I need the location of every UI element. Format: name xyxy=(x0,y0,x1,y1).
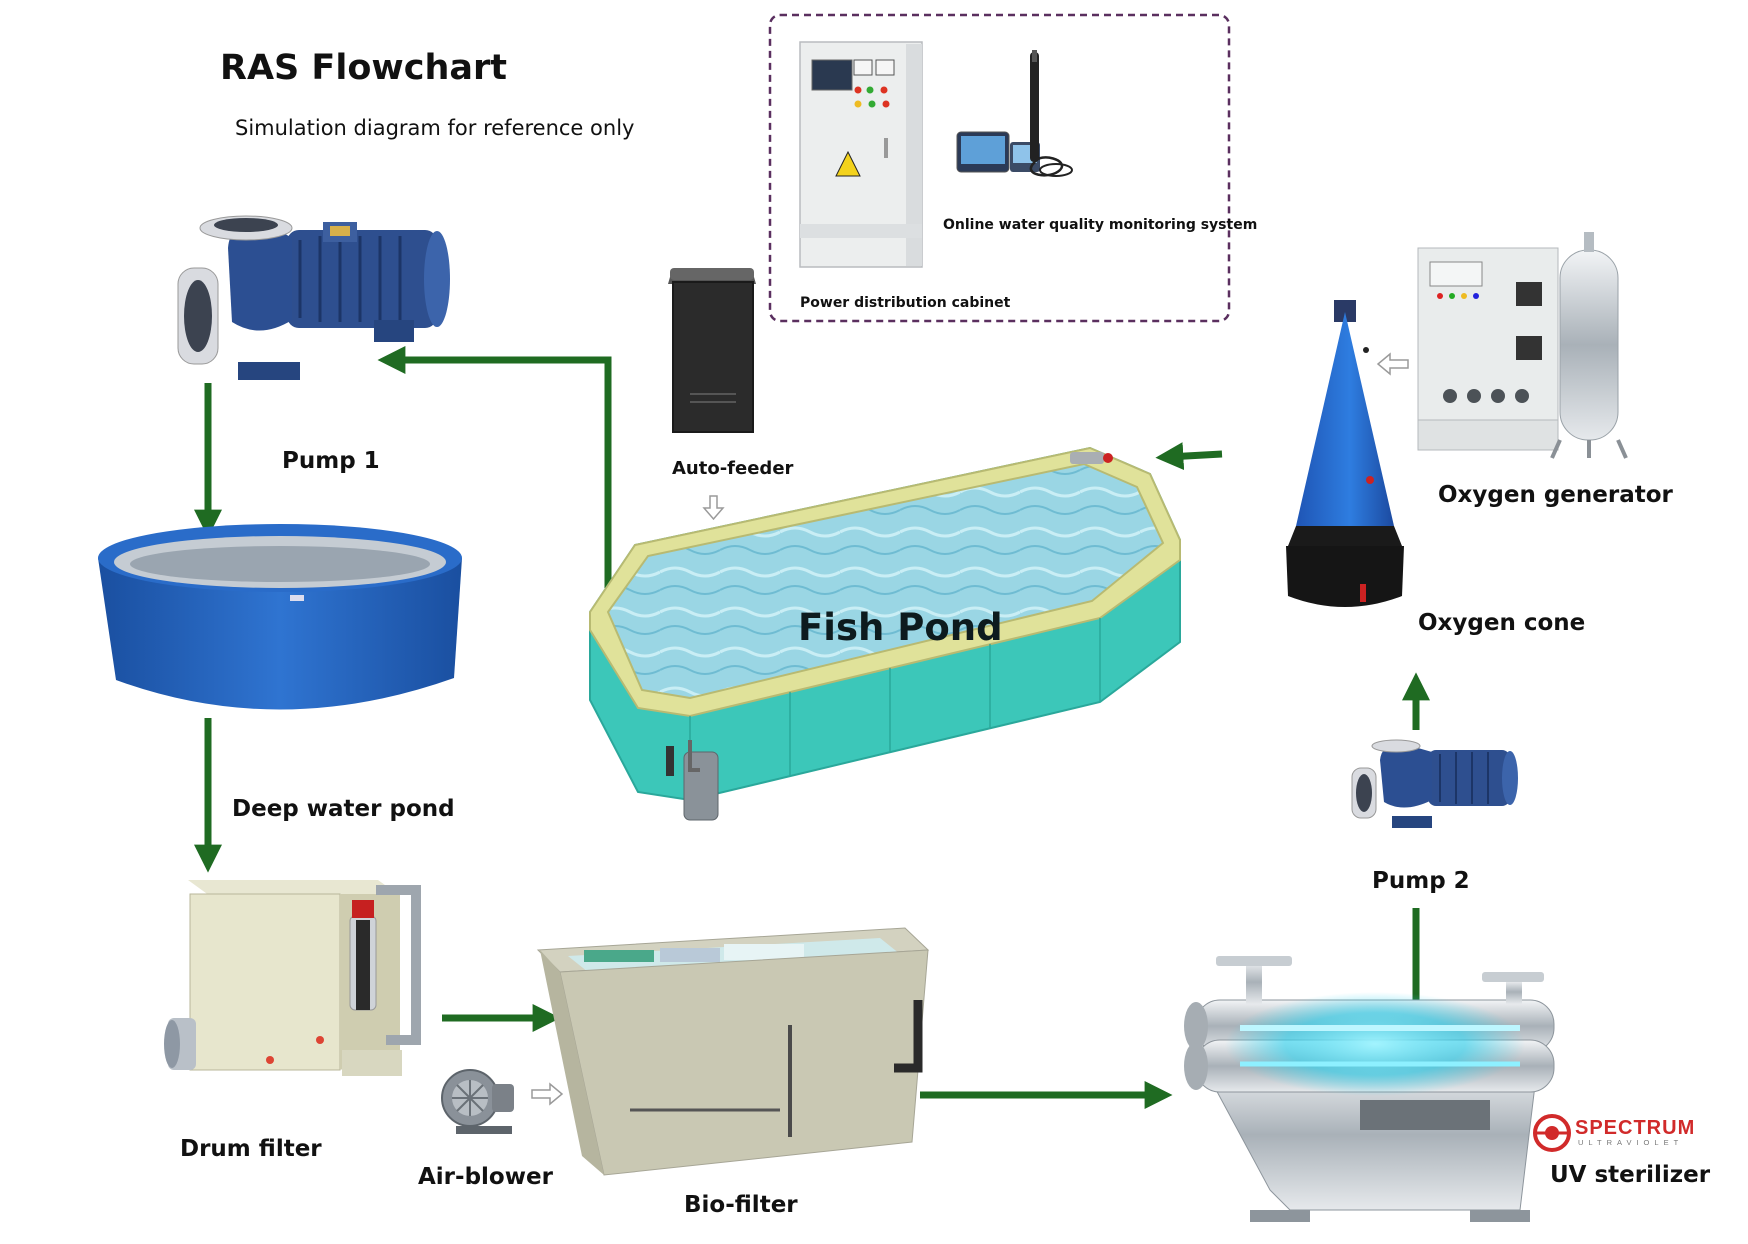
fish-pond-label: Fish Pond xyxy=(798,606,1003,649)
flow-arrows xyxy=(194,346,1430,1109)
diagram-subtitle: Simulation diagram for reference only xyxy=(235,116,635,140)
bio-filter-label: Bio-filter xyxy=(684,1192,798,1218)
auto-feeder-label: Auto-feeder xyxy=(672,458,794,479)
bio-filter-image xyxy=(536,927,930,1176)
oxygen-generator-label: Oxygen generator xyxy=(1438,482,1673,508)
fish-pond-image xyxy=(589,446,1181,821)
diagram-title: RAS Flowchart xyxy=(220,48,507,88)
deep-water-pond-image xyxy=(98,524,462,710)
feed-down-arrow xyxy=(702,495,725,521)
air-blower-label: Air-blower xyxy=(418,1164,553,1190)
control-box-frame xyxy=(768,13,1231,323)
power-cabinet-image xyxy=(799,41,923,268)
spectrum-logo-tagline: ULTRAVIOLET xyxy=(1578,1138,1683,1147)
air-blower-image xyxy=(441,1069,514,1134)
blower-air-arrow xyxy=(531,1082,564,1106)
pump-2-image xyxy=(1351,739,1518,828)
power-cabinet-label: Power distribution cabinet xyxy=(800,295,1011,311)
hollow-arrows xyxy=(531,352,1409,1106)
deep-water-pond-label: Deep water pond xyxy=(232,796,455,822)
oxygen-cone-label: Oxygen cone xyxy=(1418,610,1586,636)
pump-1-label: Pump 1 xyxy=(282,448,380,474)
spectrum-logo-brand: SPECTRUM xyxy=(1575,1117,1695,1139)
oxygen-cone-image xyxy=(1286,300,1404,607)
oxygen-generator-image xyxy=(1417,232,1628,459)
pump-2-label: Pump 2 xyxy=(1372,868,1470,894)
drum-filter-label: Drum filter xyxy=(180,1136,322,1162)
arrow-cone-to-pond xyxy=(1155,442,1223,471)
drum-filter-image xyxy=(164,880,421,1076)
uv-sterilizer-image xyxy=(1184,956,1555,1222)
monitoring-system-image xyxy=(956,50,1073,177)
auto-feeder-image xyxy=(668,268,756,433)
monitoring-system-label: Online water quality monitoring system xyxy=(943,217,1258,233)
uv-sterilizer-label: UV sterilizer xyxy=(1550,1162,1711,1188)
oxygen-gas-arrow xyxy=(1376,352,1409,376)
arrow-pond-to-pump1 xyxy=(377,346,612,588)
spectrum-logo: SPECTRUM ULTRAVIOLET xyxy=(1533,1114,1695,1152)
pump-1-image xyxy=(177,215,450,380)
